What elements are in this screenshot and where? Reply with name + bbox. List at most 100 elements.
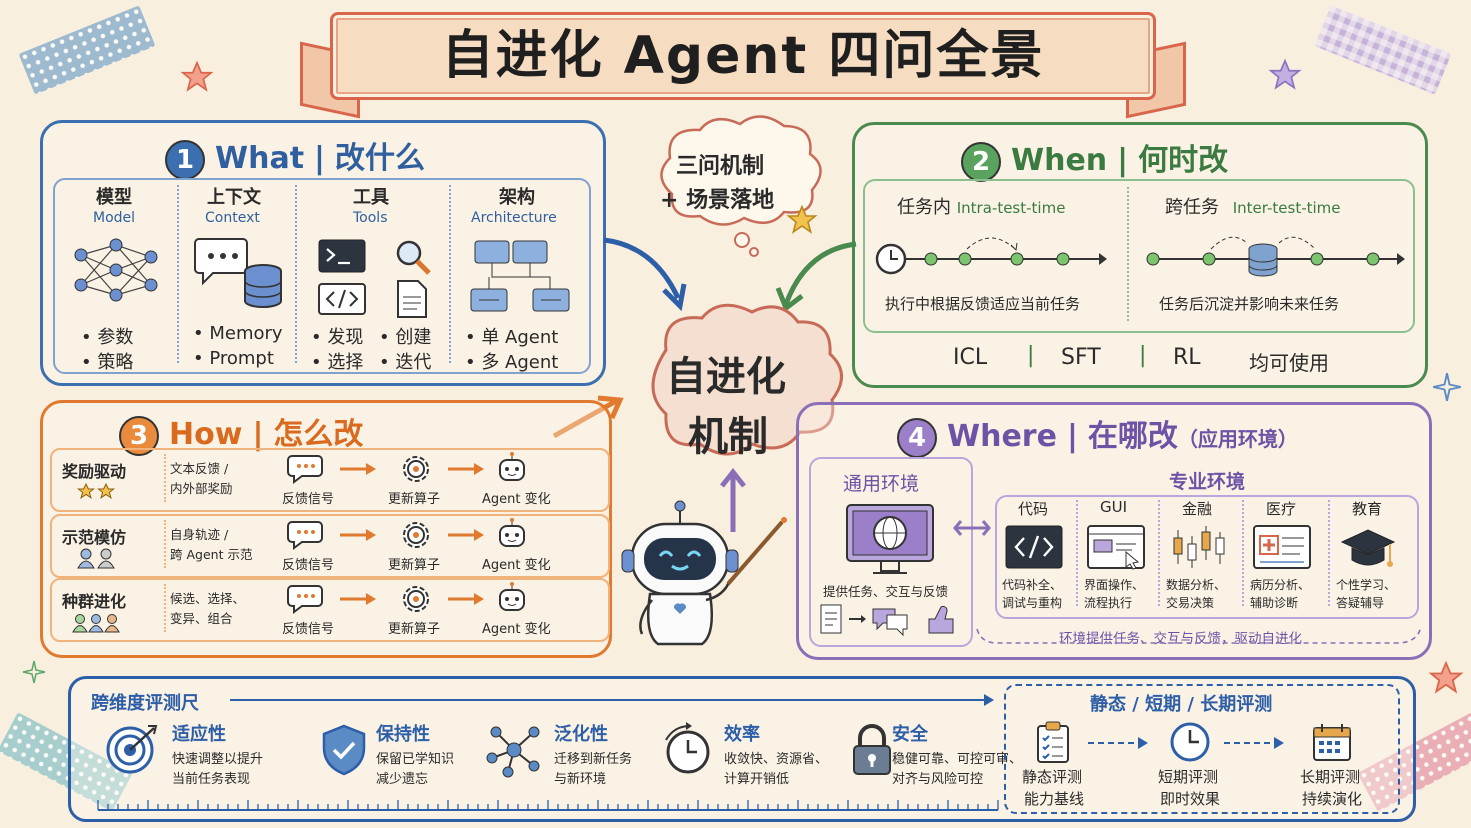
how-row [50, 514, 610, 578]
model-title: 模型 [96, 187, 132, 208]
tools-item: • 创建 [379, 327, 432, 348]
stage-desc: 持续演化 [1302, 790, 1363, 808]
tools-title: 工具 [353, 187, 389, 208]
tools-item: • 发现 [311, 327, 364, 348]
gear-icon [403, 456, 429, 482]
special-env-box [995, 495, 1419, 619]
metric-desc: 当前任务表现 [172, 772, 251, 787]
special-env-name: GUI [1100, 498, 1128, 516]
context-item: • Prompt [193, 348, 274, 369]
sparkle-icon [22, 660, 46, 684]
architecture-title: 架构 [499, 187, 535, 208]
how-row-desc: 候选、选择、 [170, 591, 246, 606]
tools-item: • 迭代 [379, 352, 432, 373]
special-env-desc: 数据分析、 [1166, 578, 1227, 592]
how-flow-label: 更新算子 [388, 492, 441, 507]
metric-desc: 减少遗忘 [376, 772, 429, 787]
network-nodes-icon [486, 726, 540, 778]
calendar-icon [1313, 724, 1351, 761]
architecture-subtitle: Architecture [471, 210, 557, 226]
stopwatch-clock-icon [665, 722, 710, 774]
architecture-item: • 多 Agent [465, 352, 559, 373]
metric-desc: 计算开销低 [724, 772, 790, 787]
graduation-cap-icon [1340, 529, 1396, 567]
task-chat-thumb-icons [820, 604, 954, 637]
special-env-desc: 代码补全、 [1002, 578, 1063, 592]
clock-icon [1170, 722, 1210, 762]
model-item: • 策略 [81, 352, 134, 373]
terminal-icon [318, 239, 366, 273]
metric-name: 效率 [724, 724, 760, 745]
how-flow-label: 更新算子 [388, 558, 441, 573]
code-editor-icon [1005, 525, 1063, 569]
robot-mascot [621, 500, 787, 646]
architecture-diagram-icon [470, 240, 570, 312]
method-sft: SFT [1061, 345, 1101, 370]
how-row-desc: 文本反馈 / [170, 461, 229, 476]
special-env-name: 代码 [1018, 500, 1049, 518]
thought-cloud [660, 115, 822, 257]
stages-title: 静态 / 短期 / 长期评测 [1090, 694, 1273, 715]
speech-bubble-icon [287, 455, 323, 484]
how-row-desc: 跨 Agent 示范 [170, 547, 253, 562]
method-separator: | [1139, 343, 1147, 368]
title-banner: 自进化 Agent 四问全景 [330, 12, 1156, 100]
arrow-what-to-center [603, 237, 687, 312]
how-row-name: 示范模仿 [62, 528, 127, 547]
page-title: 自进化 Agent 四问全景 [441, 26, 1045, 86]
medical-record-icon [1253, 525, 1311, 569]
section-number-badge: 4 [897, 417, 937, 458]
stage-arrow-icon [1088, 737, 1148, 749]
special-env-title: 专业环境 [1169, 471, 1246, 493]
how-flow-label: Agent 变化 [482, 622, 551, 637]
special-env-name: 教育 [1352, 500, 1383, 518]
tools-subtitle: Tools [353, 210, 388, 226]
model-subtitle: Model [93, 210, 136, 226]
special-env-desc: 辅助诊断 [1250, 596, 1299, 610]
shield-check-icon [322, 724, 366, 776]
inter-desc: 任务后沉淀并影响未来任务 [1159, 295, 1340, 313]
method-rl: RL [1173, 345, 1201, 370]
robot-head-icon [499, 452, 525, 481]
inter-timeline [1146, 236, 1405, 277]
special-env-desc: 调试与重构 [1002, 596, 1063, 610]
flow-arrow-icon [340, 593, 376, 605]
document-icon [397, 280, 427, 318]
flow-arrow-icon [448, 463, 484, 475]
stage-name: 长期评测 [1300, 768, 1361, 786]
target-icon [106, 725, 158, 774]
general-env-desc: 提供任务、交互与反馈 [823, 584, 949, 599]
special-env-desc: 病历分析、 [1250, 578, 1311, 592]
metric-name: 安全 [892, 724, 928, 745]
star-icon [180, 60, 214, 92]
how-flow-label: 反馈信号 [282, 492, 335, 507]
bubble-line-2: + 场景落地 [660, 188, 775, 213]
special-env-desc: 答疑辅导 [1336, 596, 1385, 610]
stage-arrow-icon [1224, 737, 1284, 749]
candlestick-chart-icon [1173, 526, 1225, 568]
center-cloud [651, 303, 843, 456]
metric-desc: 与新环境 [554, 772, 607, 787]
how-row-desc: 自身轨迹 / [170, 527, 229, 542]
flow-arrow-icon [340, 463, 376, 475]
method-icl: ICL [953, 345, 988, 370]
chat-database-icon [194, 238, 282, 308]
general-env-box [809, 457, 973, 647]
how-flow-label: Agent 变化 [482, 558, 551, 573]
bubble-line-1: 三问机制 [676, 154, 765, 179]
how-row-desc: 变异、组合 [170, 611, 233, 626]
special-env-desc: 交易决策 [1166, 596, 1215, 610]
metric-name: 适应性 [172, 724, 226, 745]
people-icon [77, 548, 115, 569]
special-env-desc: 界面操作、 [1084, 578, 1145, 592]
gear-icon [403, 522, 429, 548]
context-title: 上下文 [207, 187, 261, 208]
stage-desc: 能力基线 [1024, 790, 1085, 808]
metric-desc: 保留已学知识 [376, 752, 455, 767]
how-flow-label: 更新算子 [388, 622, 441, 637]
gear-icon [403, 586, 429, 612]
metric-desc: 对齐与风险可控 [892, 772, 984, 787]
gui-window-icon [1087, 525, 1145, 570]
